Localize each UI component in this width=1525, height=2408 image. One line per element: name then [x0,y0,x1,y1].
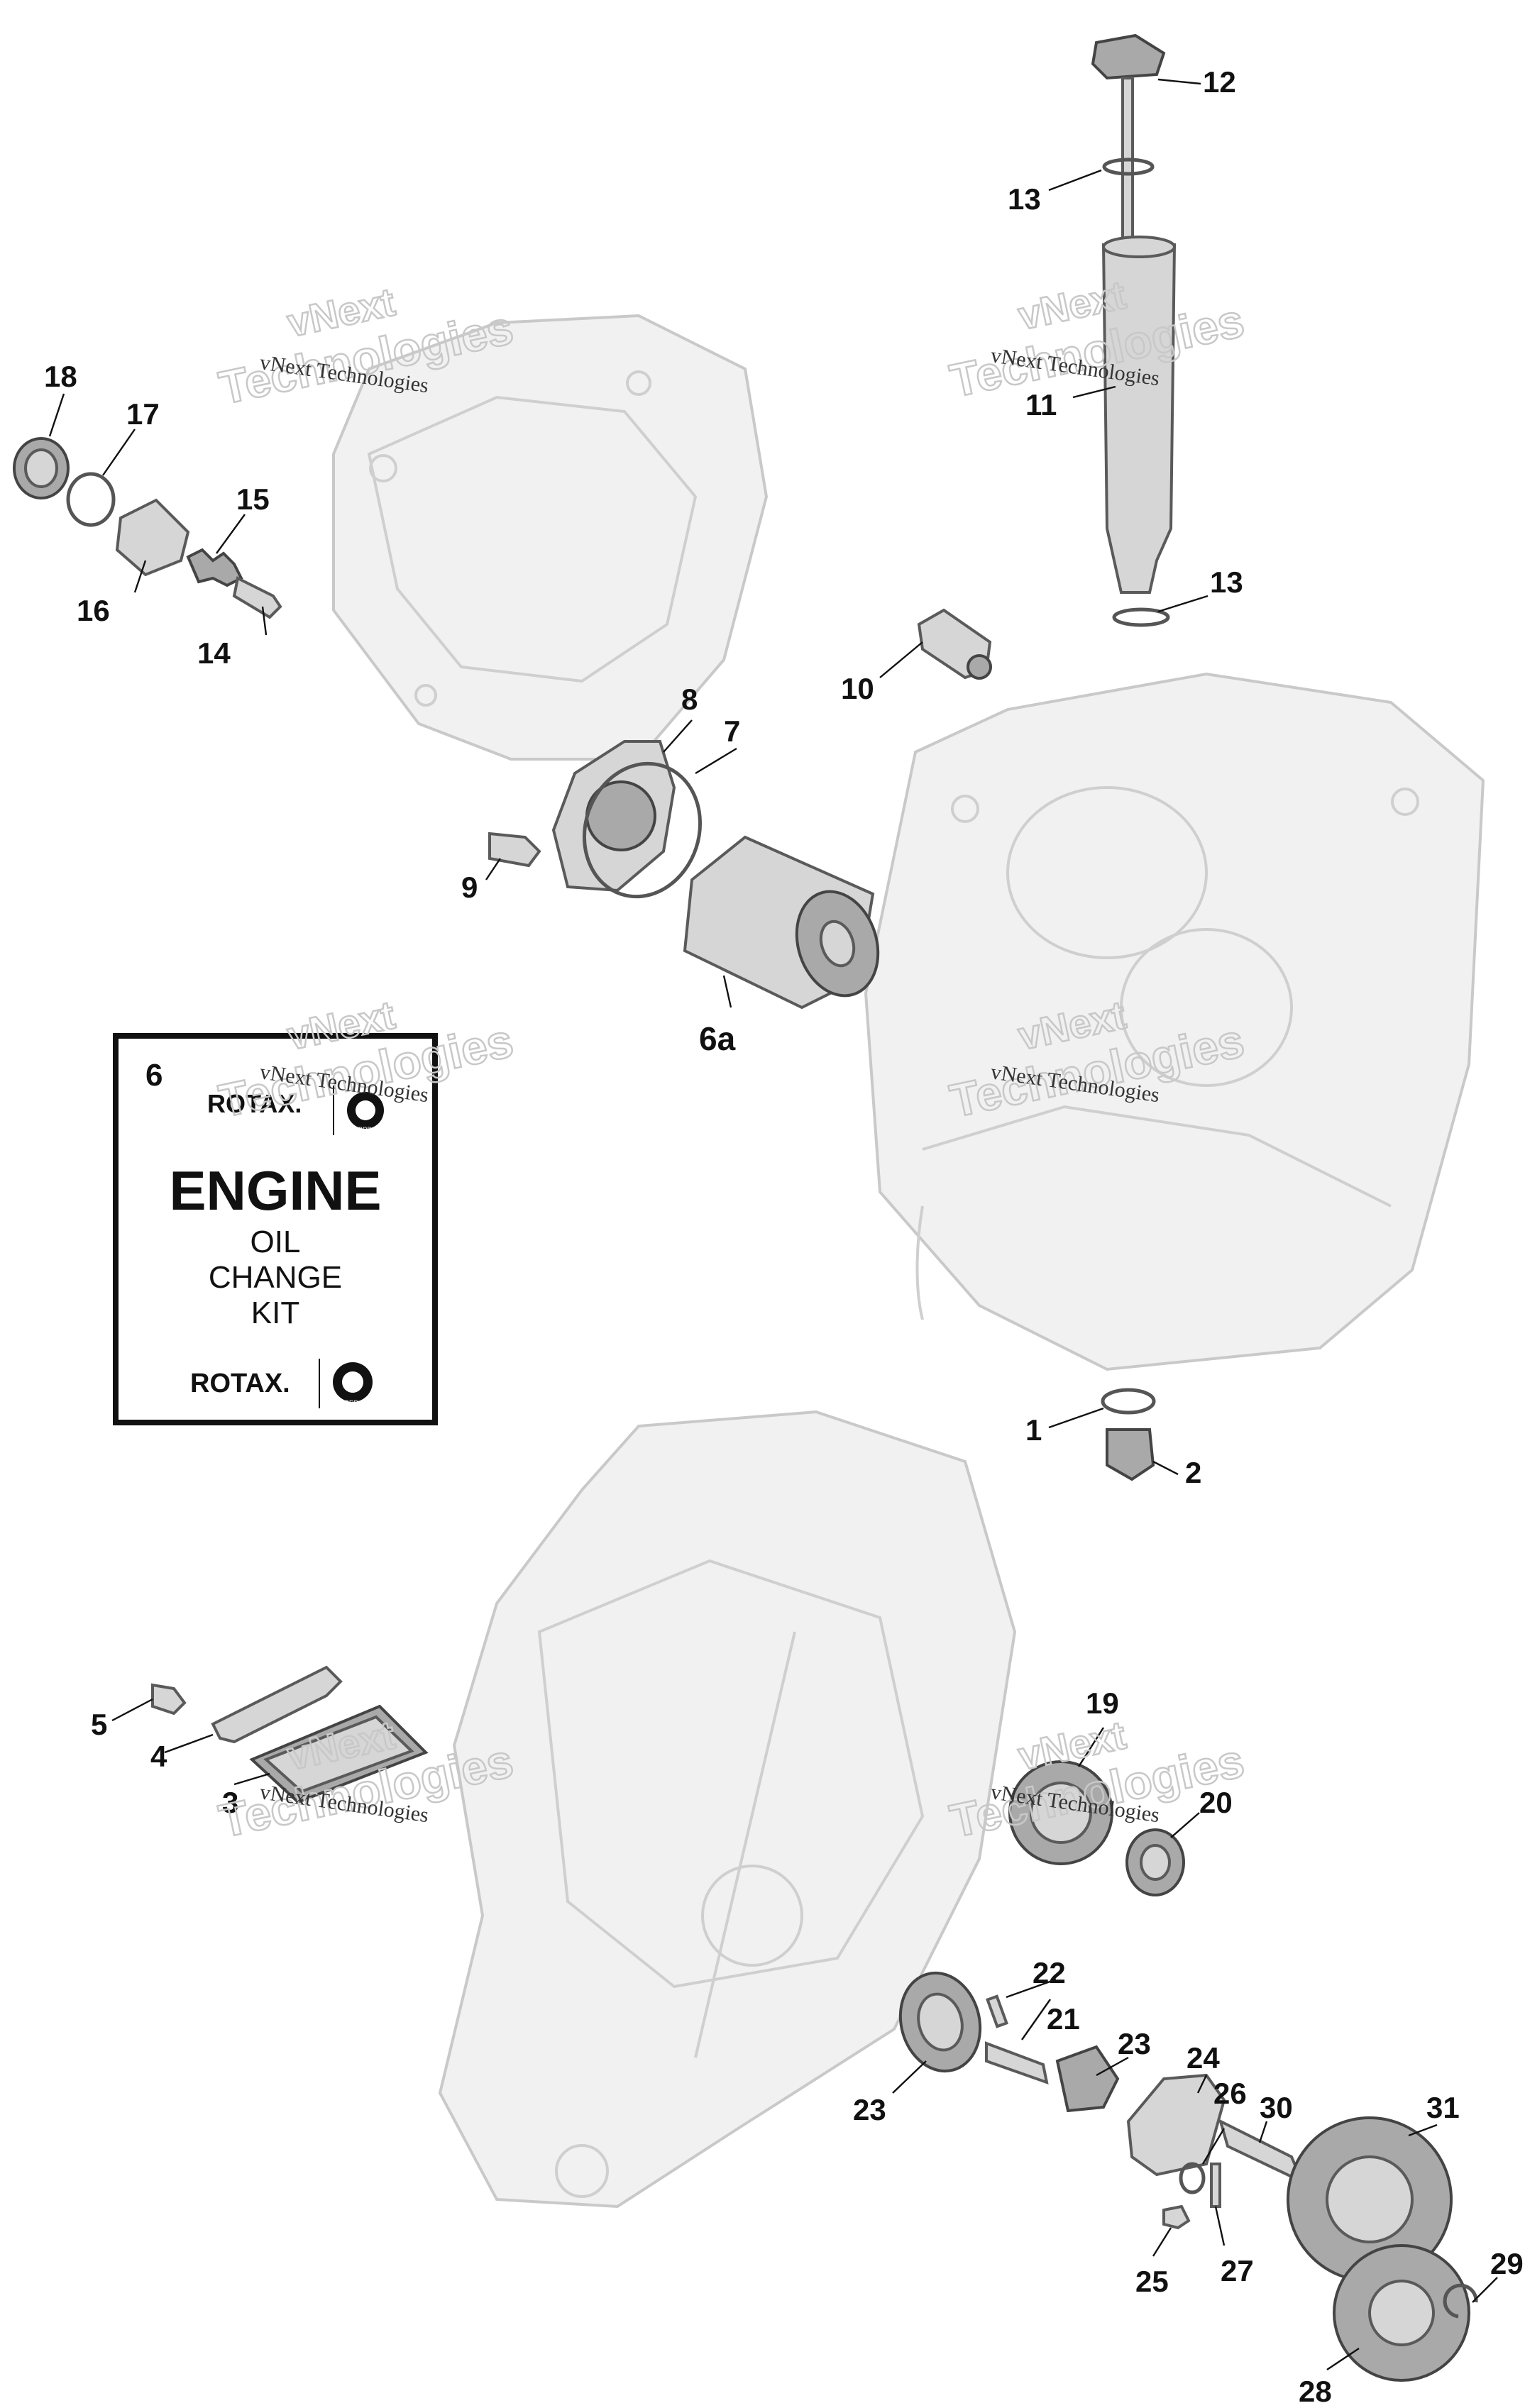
callout-17: 17 [126,397,160,431]
callout-7: 7 [724,714,740,748]
shaft-30 [1218,2119,1305,2185]
callout-24: 24 [1187,2041,1220,2075]
oil-filler-tube [1101,243,1177,594]
oil-pump-parts [898,1971,1305,2230]
callout-19: 19 [1086,1686,1119,1720]
callout-11: 11 [1025,388,1057,421]
callout-2: 2 [1185,1456,1201,1489]
callout-21: 21 [1047,2002,1080,2036]
callout-10: 10 [841,672,874,705]
gear-19-and-seal-20 [1008,1760,1185,1896]
callout-29: 29 [1490,2247,1524,2280]
callout-9: 9 [461,871,478,904]
leader-lines [48,78,1498,2370]
callout-13-top: 13 [1008,182,1041,216]
shaft-21 [985,2041,1049,2085]
bolt-9 [488,832,541,868]
ring-26 [1179,2162,1206,2194]
screw-25 [1162,2204,1191,2230]
piston-16 [115,498,190,577]
retainer-4 [211,1665,343,1744]
o-ring-7 [582,761,703,899]
callout-20: 20 [1199,1786,1233,1819]
dipstick-assembly [1091,33,1177,627]
callout-25: 25 [1135,2265,1169,2298]
oil-filter-cover [488,740,703,899]
o-ring-17 [66,472,116,527]
dipstick-cap [1091,33,1166,80]
kit-box-frame [113,1033,438,1425]
drive-gears [1287,2116,1478,2382]
callout-8: 8 [681,683,698,716]
kit-brand-bottom: ROTAX. [190,1369,290,1398]
callout-18: 18 [44,360,77,393]
callout-13-bottom: 13 [1210,565,1243,599]
kit-line-3: KIT [251,1296,299,1330]
pump-cover-24 [1126,2073,1226,2177]
callout-16: 16 [77,594,110,627]
pin-22 [986,1994,1008,2028]
pin-27 [1210,2163,1221,2208]
kit-callout: 6 [145,1058,163,1093]
ghost-crankcase-cover [332,314,769,761]
brp-badge-bottom-icon: BRP [333,1362,373,1406]
spring-15 [186,548,243,587]
callout-15: 15 [236,482,270,516]
callout-1: 1 [1025,1413,1042,1447]
drain-plug-2 [1106,1428,1155,1481]
callout-labels: 1 2 3 4 5 6a 7 8 9 10 11 12 13 13 14 15 … [44,65,1524,2408]
callout-14: 14 [197,636,231,670]
callout-22: 22 [1033,1956,1066,1989]
callout-27: 27 [1221,2254,1254,2287]
callout-30: 30 [1260,2091,1293,2124]
callout-12: 12 [1203,65,1236,99]
callout-23-right: 23 [1118,2027,1151,2060]
oil-filter-6a [683,835,880,1010]
callout-31: 31 [1426,2091,1460,2124]
watermark-top-right: vNext Technologies vNext Technologies [945,271,1249,408]
relief-valve-parts [13,437,282,619]
callout-6a: 6a [699,1020,736,1057]
bolt-14 [232,576,282,619]
kit-brand-top: ROTAX. [207,1089,302,1118]
o-ring-top [1102,158,1155,176]
callout-28: 28 [1299,2375,1332,2408]
kit-line-2: CHANGE [209,1260,342,1295]
drain-plug [1101,1388,1156,1481]
circlip-29 [1443,2283,1478,2319]
callout-23-left: 23 [853,2093,886,2126]
callout-4: 4 [150,1740,167,1773]
ghost-crankcase-half [438,1410,1017,2209]
svg-text:BRP: BRP [345,1399,358,1406]
svg-text:BRP: BRP [358,1126,372,1133]
kit-line-1: OIL [251,1225,301,1259]
callout-5: 5 [91,1708,107,1741]
oil-fitting [917,608,992,680]
brp-badge-top-icon: BRP [347,1092,384,1133]
callout-26: 26 [1213,2077,1247,2110]
oil-strainer-set [151,1665,429,1804]
oil-change-kit-box: 6 ROTAX. BRP ENGINE OIL CHANGE KIT ROTAX… [113,1033,438,1425]
inner-rotor-23 [1055,2045,1120,2113]
ghost-cylinder-block [864,672,1485,1371]
kit-title: ENGINE [169,1159,381,1222]
screw-5 [151,1683,187,1716]
callout-3: 3 [222,1786,238,1819]
o-ring-bottom [1112,607,1170,627]
drain-o-ring [1101,1388,1156,1415]
